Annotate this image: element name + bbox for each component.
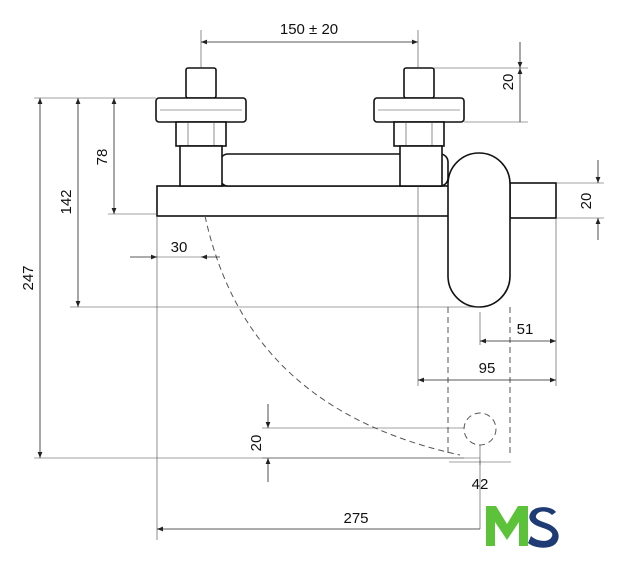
left-valve [155, 67, 247, 187]
left-valve-stem [185, 67, 217, 99]
left-valve-nut [175, 121, 227, 147]
dim-95-label: 95 [479, 360, 496, 377]
right-valve-nut [393, 121, 445, 147]
dim-30-label: 30 [171, 239, 188, 256]
right-valve [373, 67, 465, 187]
spout [447, 152, 511, 308]
dim-142-label: 142 [58, 189, 75, 214]
outlet-circle [463, 412, 497, 446]
swing-arc [204, 215, 461, 456]
left-valve-body [179, 145, 223, 187]
dim-20-outlet-label: 20 [248, 435, 265, 452]
dim-78-label: 78 [94, 149, 111, 166]
right-valve-body [399, 145, 443, 187]
body-bar [156, 185, 454, 217]
side-pipe [509, 182, 557, 219]
dim-247-label: 247 [20, 265, 37, 290]
extension-lines [34, 30, 604, 540]
dim-51-label: 51 [517, 321, 534, 338]
dim-150-label: 150 ± 20 [280, 21, 338, 38]
dimension-lines [37, 39, 601, 532]
right-valve-stem [403, 67, 435, 99]
mixer-body [156, 153, 557, 219]
dim-20-pipe-label: 20 [578, 193, 595, 210]
dim-20-stem-label: 20 [500, 74, 517, 91]
dim-275-label: 275 [343, 510, 368, 527]
ms-logo [486, 506, 559, 548]
dim-42-label: 42 [472, 476, 489, 493]
